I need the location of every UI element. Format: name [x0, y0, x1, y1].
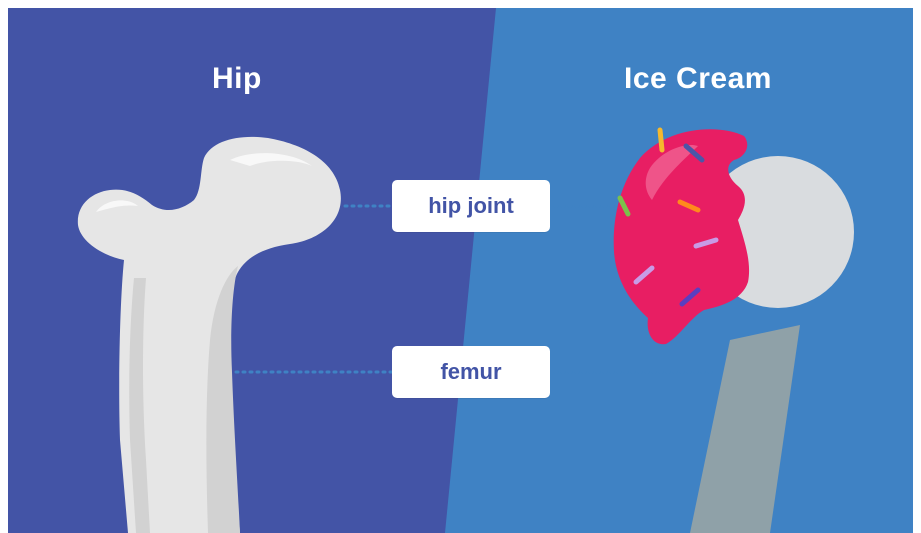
- hip-joint-label: hip joint: [392, 180, 550, 232]
- femur-label: femur: [392, 346, 550, 398]
- hip-heading: Hip: [212, 62, 262, 96]
- ice-cream-heading: Ice Cream: [624, 62, 772, 96]
